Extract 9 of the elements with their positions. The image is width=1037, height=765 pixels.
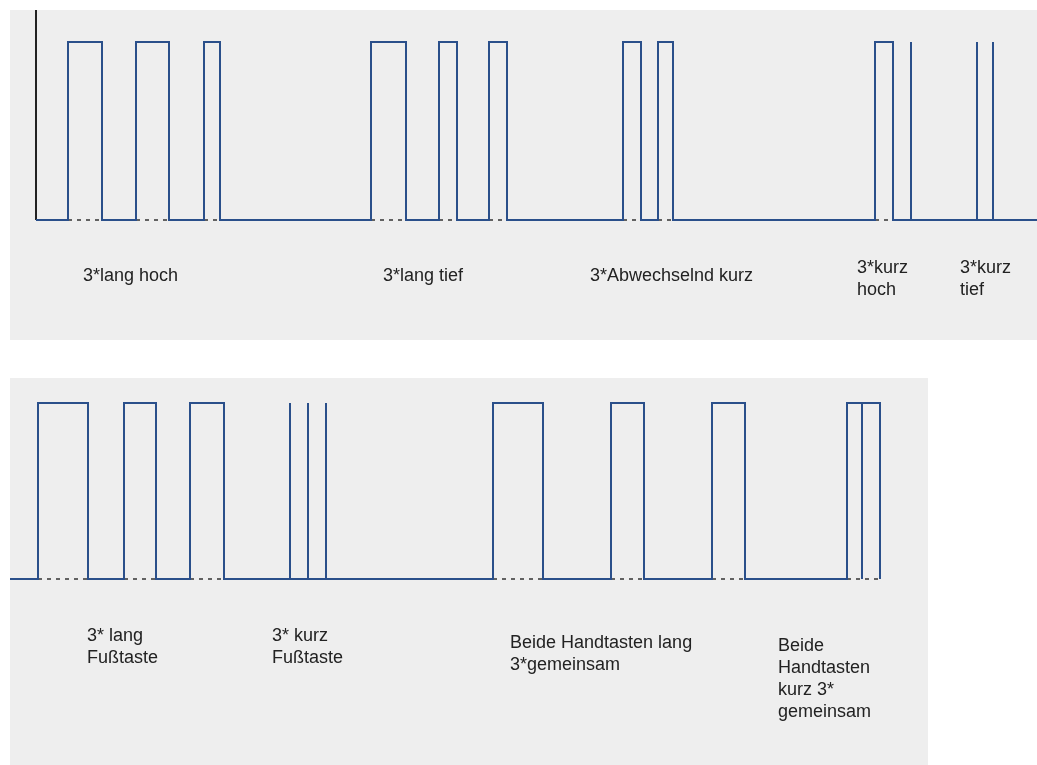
signal-label: 3*kurz hoch xyxy=(857,256,910,300)
signal-label: 3* lang Fußtaste xyxy=(87,624,160,668)
signal-label: 3*lang hoch xyxy=(83,264,180,286)
signal-label: Beide Handtasten lang 3*gemeinsam xyxy=(510,631,694,675)
signal-label: 3*Abwechselnd kurz xyxy=(590,264,755,286)
signal-label: 3*lang tief xyxy=(383,264,465,286)
signal-label: Beide Handtasten kurz 3* gemeinsam xyxy=(778,634,873,722)
signal-label: 3* kurz Fußtaste xyxy=(272,624,345,668)
signal-label: 3*kurz tief xyxy=(960,256,1013,300)
